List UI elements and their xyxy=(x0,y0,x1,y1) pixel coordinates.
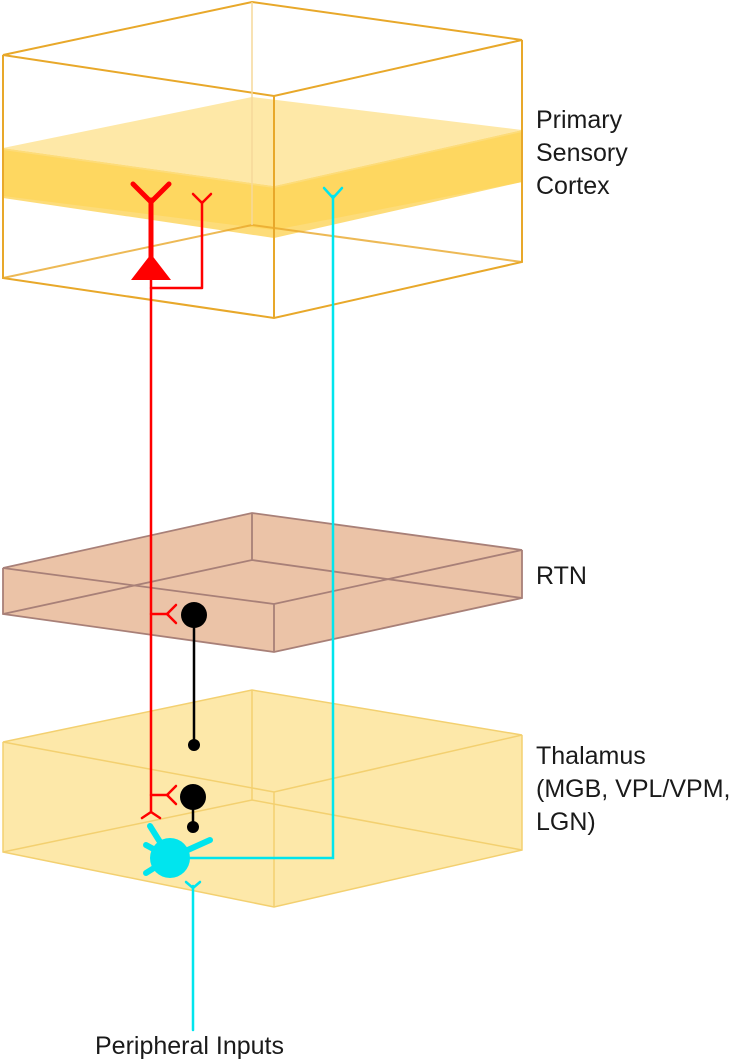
rtn-neuron-soma xyxy=(181,602,207,628)
cortex-layer-band xyxy=(3,132,522,230)
rtn-label: RTN xyxy=(536,562,587,590)
peripheral-input-synapse xyxy=(184,880,202,890)
thalamus-label-line-2: (MGB, VPL/VPM, xyxy=(536,775,731,803)
cortical-synapse-cyan xyxy=(322,186,344,200)
thalamus-label: Thalamus (MGB, VPL/VPM, LGN) xyxy=(536,740,730,839)
rtn-top-face xyxy=(3,513,522,604)
cortex-outline-top xyxy=(2,0,523,98)
interneuron-terminal xyxy=(187,821,199,833)
thalamus-synapse-red xyxy=(165,784,178,806)
cortex-box xyxy=(1,0,523,320)
thalamocortical-axon xyxy=(168,194,335,860)
interneuron-soma xyxy=(180,784,206,810)
rtn-inhibitory-neuron xyxy=(181,602,207,751)
recurrent-collateral xyxy=(149,200,204,290)
apical-tuft xyxy=(130,181,172,205)
cortex-label-line-3: Cortex xyxy=(536,172,610,200)
cortex-label-line-2: Sensory xyxy=(536,139,628,167)
rtn-terminal xyxy=(188,739,200,751)
rtn-front-face xyxy=(3,568,274,652)
rtn-right-face xyxy=(274,550,522,652)
relay-synapse-red xyxy=(140,810,162,820)
thalamus-label-line-1: Thalamus xyxy=(536,742,646,770)
pyramidal-soma xyxy=(131,254,171,280)
thalamus-box xyxy=(2,689,523,908)
thalamic-interneuron xyxy=(180,784,206,833)
recurrent-synapse xyxy=(191,192,213,205)
cortex-label-line-1: Primary xyxy=(536,106,623,134)
pyramidal-neuron xyxy=(130,181,213,820)
rtn-box xyxy=(2,512,523,653)
peripheral-inputs-label: Peripheral Inputs xyxy=(95,1032,285,1060)
thalamus-label-line-3: LGN) xyxy=(536,808,596,836)
relay-neuron-soma xyxy=(150,838,190,878)
cortex-layer-top xyxy=(3,97,522,186)
cortex-label: Primary Sensory Cortex xyxy=(536,104,628,203)
rtn-synapse xyxy=(165,603,178,625)
